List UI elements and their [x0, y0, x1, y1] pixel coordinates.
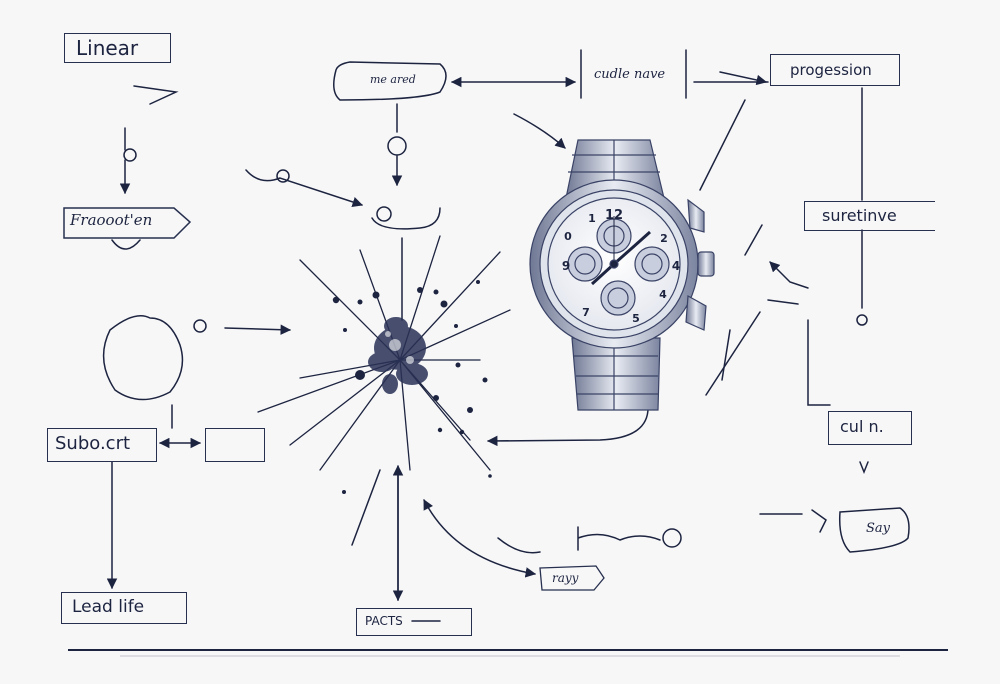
- node-fragment-tag: [63, 207, 192, 239]
- svg-text:4: 4: [672, 259, 680, 273]
- node-rayy-label: rayy: [552, 571, 579, 585]
- svg-text:9: 9: [562, 259, 570, 273]
- node-linear-label: Linear: [76, 36, 139, 60]
- node-cudle-nave-label: cudle nave: [594, 67, 666, 82]
- node-subocrt-box: [47, 428, 157, 462]
- ink-splatter: [368, 317, 428, 394]
- node-fragment-label: Fraooot'en: [70, 211, 153, 229]
- node-cul-n-label: cul n.: [840, 417, 884, 436]
- node-progession-label: progession: [790, 61, 872, 79]
- me-area-bubble: [333, 61, 447, 101]
- node-scribble-box: [205, 428, 265, 462]
- node-progession-box: [770, 54, 900, 86]
- node-suretinve-box: [804, 201, 935, 231]
- node-dot: [123, 148, 137, 162]
- node-subocrt-label: Subo.crt: [55, 433, 131, 454]
- node-pacts-label: PACTS: [365, 614, 403, 628]
- svg-text:7: 7: [582, 306, 590, 319]
- svg-text:5: 5: [632, 312, 640, 325]
- watch-illustration: [529, 139, 715, 411]
- node-me-area-label: me ared: [370, 73, 416, 86]
- svg-text:2: 2: [660, 232, 668, 245]
- node-lead-life-label: Lead life: [72, 597, 145, 617]
- svg-text:4: 4: [659, 288, 667, 301]
- node-say-label: Say: [866, 521, 891, 536]
- svg-text:0: 0: [564, 230, 572, 243]
- node-suretinve-label: suretinve: [822, 206, 897, 225]
- node-pacts-box: [356, 608, 472, 636]
- node-lead-life-box: [61, 592, 187, 624]
- svg-text:1: 1: [588, 212, 596, 225]
- svg-text:12: 12: [605, 208, 623, 223]
- scribble-flag: [133, 85, 179, 105]
- node-linear-box: [64, 33, 171, 63]
- node-rayy-tag: [539, 565, 605, 591]
- fragment-curve: [111, 239, 141, 250]
- node-cul-n-box: [828, 411, 912, 445]
